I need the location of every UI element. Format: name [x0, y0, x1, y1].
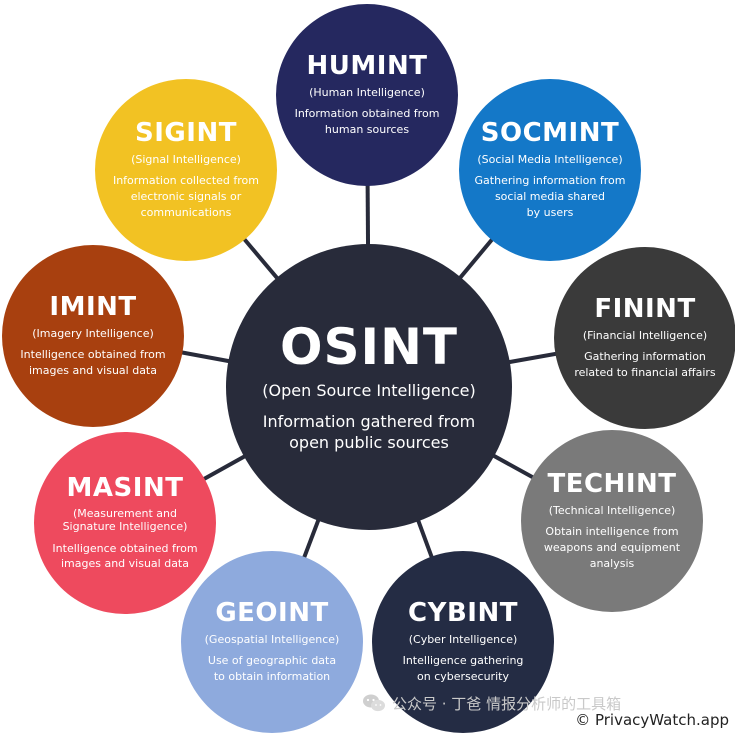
humint-description: Information obtained from human sources	[294, 106, 440, 136]
techint-node: TECHINT (Technical Intelligence) Obtain …	[521, 430, 703, 612]
wechat-watermark: 公众号 · 丁爸 情报分析师的工具箱	[362, 691, 621, 715]
imint-title: IMINT	[49, 292, 137, 323]
socmint-title: SOCMINT	[480, 118, 620, 149]
geoint-subtitle: (Geospatial Intelligence)	[204, 632, 340, 646]
humint-title: HUMINT	[306, 51, 428, 82]
cybint-node: CYBINT (Cyber Intelligence) Intelligence…	[372, 551, 554, 733]
masint-title: MASINT	[66, 472, 184, 503]
socmint-subtitle: (Social Media Intelligence)	[477, 152, 623, 166]
geoint-description: Use of geographic data to obtain informa…	[207, 653, 337, 683]
geoint-title: GEOINT	[215, 598, 329, 629]
cybint-description: Intelligence gathering on cybersecurity	[402, 653, 524, 683]
socmint-node: SOCMINT (Social Media Intelligence) Gath…	[459, 79, 641, 261]
cybint-title: CYBINT	[408, 598, 518, 629]
masint-node: MASINT (Measurement and Signature Intell…	[34, 432, 216, 614]
imint-node: IMINT (Imagery Intelligence) Intelligenc…	[2, 245, 184, 427]
sigint-subtitle: (Signal Intelligence)	[131, 152, 241, 166]
finint-description: Gathering information related to financi…	[574, 349, 716, 379]
center-description: Information gathered from open public so…	[262, 411, 476, 453]
imint-subtitle: (Imagery Intelligence)	[32, 326, 154, 340]
techint-description: Obtain intelligence from weapons and equ…	[543, 524, 681, 570]
finint-subtitle: (Financial Intelligence)	[582, 328, 708, 342]
techint-subtitle: (Technical Intelligence)	[548, 503, 676, 517]
watermark-text: 公众号 · 丁爸 情报分析师的工具箱	[392, 694, 622, 713]
humint-node: HUMINT (Human Intelligence) Information …	[276, 4, 458, 186]
masint-subtitle: (Measurement and Signature Intelligence)	[62, 507, 188, 534]
socmint-description: Gathering information from social media …	[474, 173, 626, 219]
sigint-node: SIGINT (Signal Intelligence) Information…	[95, 79, 277, 261]
humint-subtitle: (Human Intelligence)	[309, 85, 425, 99]
wechat-icon	[363, 694, 385, 712]
osint-center-node: OSINT (Open Source Intelligence) Informa…	[226, 244, 512, 530]
techint-title: TECHINT	[547, 469, 677, 500]
center-subtitle: (Open Source Intelligence)	[262, 381, 476, 401]
sigint-description: Information collected from electronic si…	[112, 173, 260, 219]
sigint-title: SIGINT	[135, 118, 237, 149]
geoint-node: GEOINT (Geospatial Intelligence) Use of …	[181, 551, 363, 733]
credit-text: © PrivacyWatch.app	[575, 711, 729, 729]
imint-description: Intelligence obtained from images and vi…	[20, 347, 166, 377]
finint-node: FININT (Financial Intelligence) Gatherin…	[554, 247, 735, 429]
center-title: OSINT	[279, 318, 459, 377]
finint-title: FININT	[594, 294, 696, 325]
masint-description: Intelligence obtained from images and vi…	[52, 541, 198, 571]
cybint-subtitle: (Cyber Intelligence)	[408, 632, 518, 646]
